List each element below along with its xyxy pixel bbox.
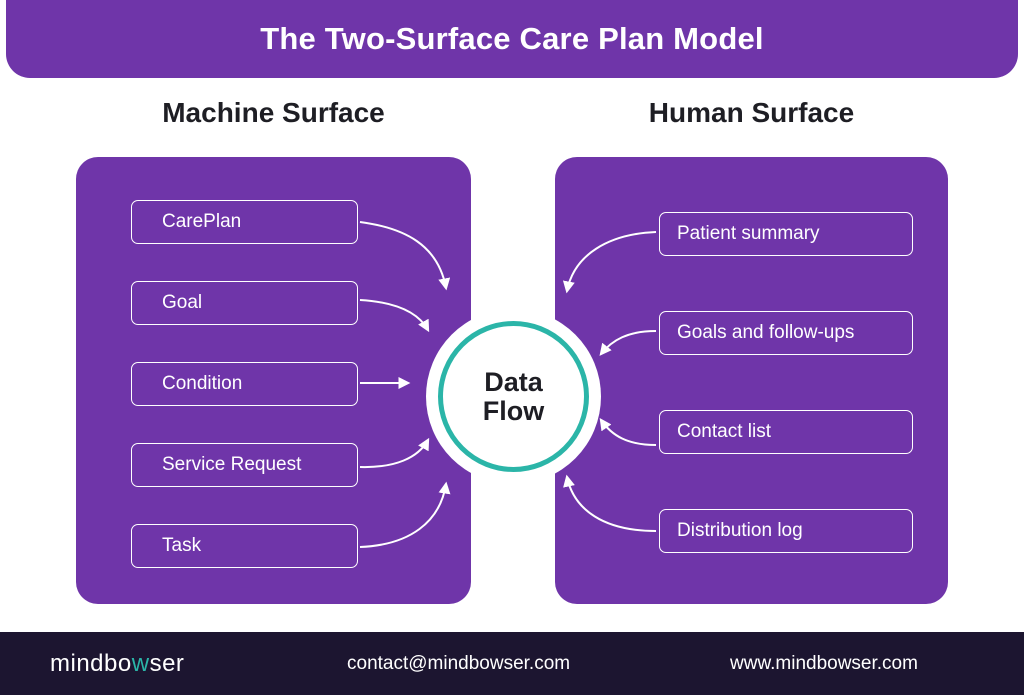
human-item-patient-summary: Patient summary: [659, 212, 913, 256]
human-item-goals-followups: Goals and follow-ups: [659, 311, 913, 355]
human-item-distribution-log: Distribution log: [659, 509, 913, 553]
machine-item-task: Task: [131, 524, 358, 568]
human-item-label: Goals and follow-ups: [677, 322, 855, 343]
mindbowser-logo[interactable]: mindbowser: [50, 650, 184, 678]
machine-item-goal: Goal: [131, 281, 358, 325]
human-item-label: Patient summary: [677, 223, 820, 244]
machine-item-service-request: Service Request: [131, 443, 358, 487]
human-item-label: Contact list: [677, 421, 771, 442]
machine-item-careplan: CarePlan: [131, 200, 358, 244]
human-item-label: Distribution log: [677, 520, 803, 541]
machine-item-condition: Condition: [131, 362, 358, 406]
machine-item-label: Goal: [162, 292, 203, 313]
hub-label-line2: Flow: [482, 395, 545, 426]
footer-bar: mindbowser contact@mindbowser.com www.mi…: [0, 632, 1024, 695]
footer-email-link[interactable]: contact@mindbowser.com: [347, 653, 571, 674]
logo-text-part2: ser: [149, 650, 185, 677]
machine-item-label: Service Request: [162, 454, 302, 475]
logo-text-accent: w: [131, 650, 150, 677]
machine-surface-heading: Machine Surface: [162, 97, 385, 128]
human-surface-heading: Human Surface: [648, 97, 855, 128]
footer-website-link[interactable]: www.mindbowser.com: [730, 653, 918, 674]
machine-item-label: CarePlan: [162, 211, 242, 232]
hub-label-line1: Data: [484, 367, 543, 398]
human-item-contact-list: Contact list: [659, 410, 913, 454]
logo-text-part1: mindbo: [50, 650, 132, 677]
machine-item-label: Task: [162, 535, 202, 556]
title-banner: The Two-Surface Care Plan Model: [6, 0, 1018, 78]
diagram-title: The Two-Surface Care Plan Model: [260, 21, 764, 56]
data-flow-hub: Data Flow: [426, 309, 601, 484]
hub-ring: Data Flow: [438, 321, 589, 472]
machine-item-label: Condition: [162, 373, 243, 394]
